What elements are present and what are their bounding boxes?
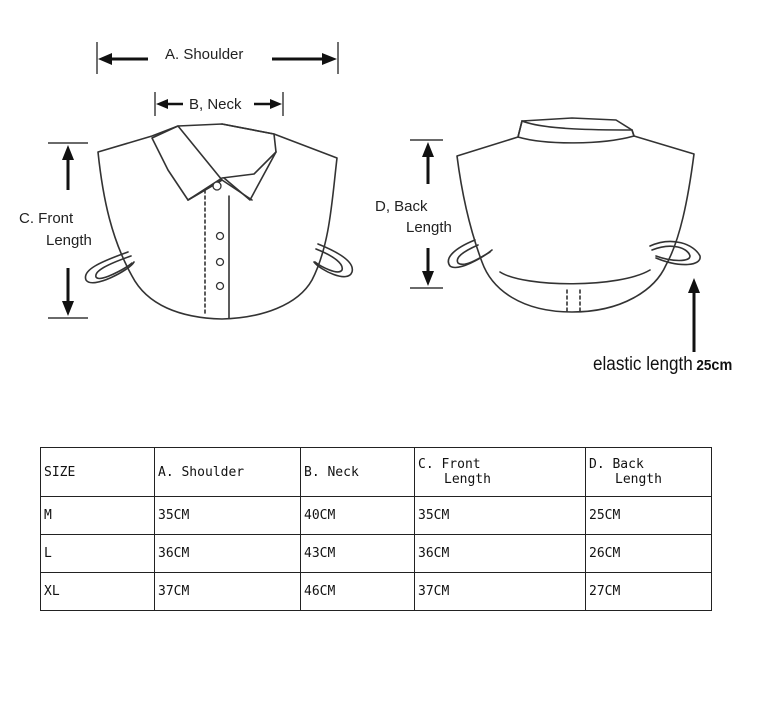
elastic-label-text: elastic length <box>593 354 693 375</box>
back-length-label-line2: Length <box>406 219 452 236</box>
collar-illustration <box>48 42 701 352</box>
table-row: M 35CM 40CM 35CM 25CM <box>40 496 712 535</box>
cell-back-length: 26CM <box>585 534 712 573</box>
measurement-arrows <box>48 42 700 352</box>
cell-size: M <box>40 496 155 535</box>
cell-shoulder: 35CM <box>154 496 301 535</box>
cell-neck: 46CM <box>300 572 415 611</box>
cell-neck: 43CM <box>300 534 415 573</box>
front-collar-drawing <box>84 123 354 320</box>
cell-neck: 40CM <box>300 496 415 535</box>
front-length-label-line1: C. Front <box>19 210 74 227</box>
shoulder-label: A. Shoulder <box>165 46 244 63</box>
cell-front-length: 36CM <box>414 534 586 573</box>
header-cell-shoulder: A. Shoulder <box>154 447 301 497</box>
cell-front-length: 35CM <box>414 496 586 535</box>
back-length-label-line1: D, Back <box>375 198 428 215</box>
back-collar-drawing <box>447 117 701 313</box>
cell-front-length: 37CM <box>414 572 586 611</box>
collar-diagram: A. Shoulder B, Neck C. Front Length D, B… <box>19 42 732 376</box>
cell-shoulder: 37CM <box>154 572 301 611</box>
neck-label: B, Neck <box>189 96 242 113</box>
header-cell-size: SIZE <box>40 447 155 497</box>
front-buttons <box>212 181 225 291</box>
cell-shoulder: 36CM <box>154 534 301 573</box>
cell-back-length: 25CM <box>585 496 712 535</box>
elastic-value: 25 <box>696 357 712 374</box>
cell-size: XL <box>40 572 155 611</box>
header-cell-neck: B. Neck <box>300 447 415 497</box>
table-row: XL 37CM 46CM 37CM 27CM <box>40 572 712 611</box>
table-row: L 36CM 43CM 36CM 26CM <box>40 534 712 573</box>
elastic-unit: cm <box>711 357 733 374</box>
cell-size: L <box>40 534 155 573</box>
cell-back-length: 27CM <box>585 572 712 611</box>
front-length-label-line2: Length <box>46 232 92 249</box>
